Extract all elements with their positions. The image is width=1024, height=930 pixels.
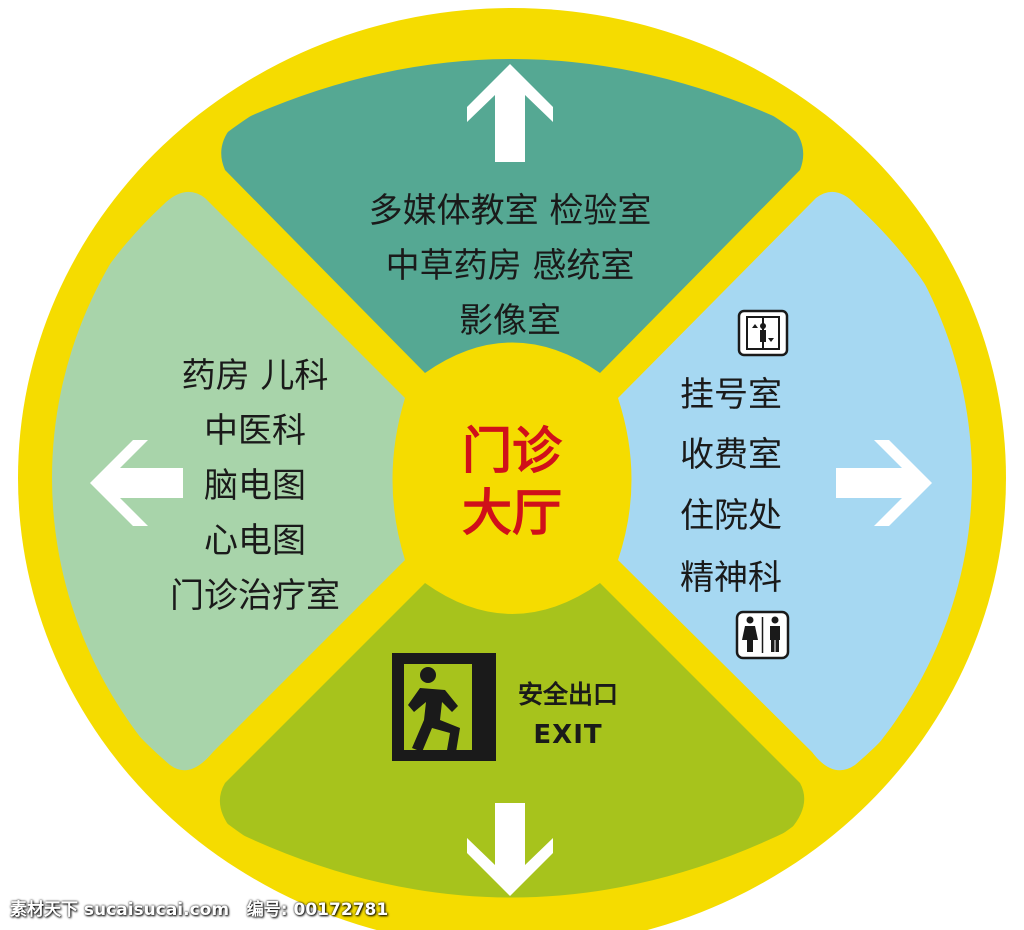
watermark-text: 素材天下 sucaisucai.com 编号: 00172781 (10, 900, 389, 920)
left-quadrant (52, 191, 405, 771)
hub-circle (409, 381, 615, 583)
left-line-4: 心电图 (204, 521, 306, 561)
up-arrow-icon (467, 64, 553, 162)
left-line-2: 中医科 (204, 411, 306, 451)
right-quadrant (618, 191, 972, 771)
right-line-4: 精神科 (680, 558, 782, 598)
hub-title-line1: 门诊 (462, 422, 563, 480)
right-line-3: 住院处 (680, 496, 782, 536)
down-arrow-icon (467, 803, 553, 896)
right-arrow-icon (836, 440, 932, 526)
top-line-3: 影像室 (459, 301, 561, 341)
right-line-1: 挂号室 (680, 375, 782, 415)
left-line-1: 药房 儿科 (182, 356, 329, 396)
exit-label-cn: 安全出口 (518, 680, 618, 709)
top-line-1: 多媒体教室 检验室 (369, 191, 652, 231)
left-line-3: 脑电图 (204, 466, 306, 506)
bottom-quadrant (219, 583, 805, 898)
exit-label-en: EXIT (533, 720, 602, 750)
emergency-exit-icon (392, 653, 496, 761)
top-line-2: 中草药房 感统室 (386, 246, 635, 286)
right-line-2: 收费室 (680, 435, 782, 475)
left-line-5: 门诊治疗室 (170, 576, 340, 616)
restroom-icon (735, 610, 790, 660)
hub-title-line2: 大厅 (462, 484, 562, 542)
elevator-icon (737, 309, 789, 357)
left-arrow-icon (90, 440, 183, 526)
top-quadrant (221, 59, 804, 373)
